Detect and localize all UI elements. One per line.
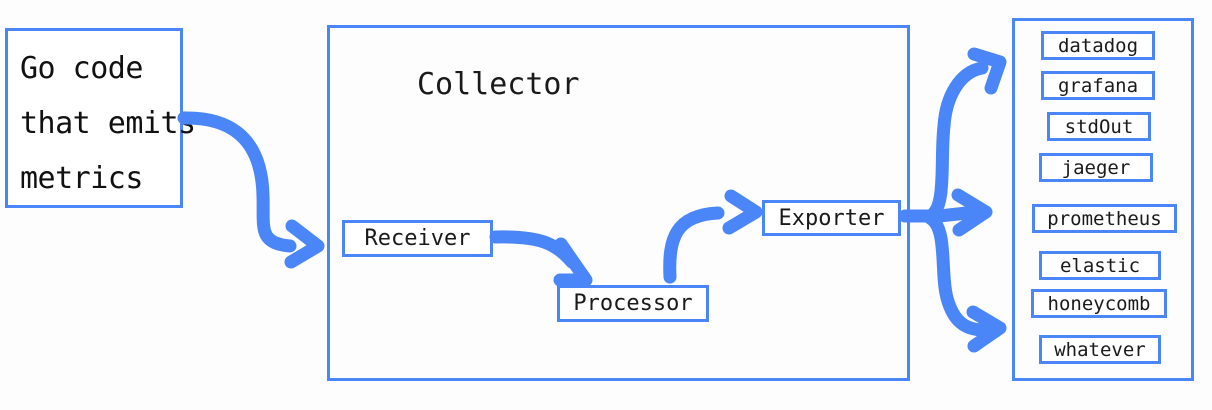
collector-container — [327, 25, 910, 381]
source-line-1: Go code — [20, 51, 143, 86]
backend-item-elastic: elastic — [1039, 251, 1161, 280]
source-line-2: that emits — [20, 106, 196, 141]
arrow-fanout-down — [923, 211, 991, 337]
arrow-fanout-up — [923, 61, 989, 223]
processor-box: Processor — [557, 285, 709, 322]
backend-item-grafana: grafana — [1041, 71, 1155, 100]
backend-item-prometheus: prometheus — [1032, 204, 1177, 233]
arrow-fanout-middle-head — [951, 188, 993, 237]
go-code-source-box: Go code that emits metrics — [5, 28, 196, 208]
backends-container — [1012, 18, 1194, 381]
collector-title: Collector — [417, 67, 580, 102]
arrow-fanout-up-head — [967, 47, 1007, 95]
receiver-box: Receiver — [342, 220, 493, 257]
backend-item-stdOut: stdOut — [1047, 112, 1151, 141]
backend-item-honeycomb: honeycomb — [1031, 289, 1167, 318]
exporter-box: Exporter — [762, 200, 901, 236]
arrow-source-to-receiver-head — [284, 219, 325, 269]
arrow-fanout-middle — [923, 205, 983, 224]
source-line-3: metrics — [20, 161, 143, 196]
arrow-source-to-receiver — [177, 111, 297, 253]
arrow-fanout-down-head — [966, 305, 1007, 353]
backend-item-whatever: whatever — [1039, 335, 1161, 364]
backend-item-jaeger: jaeger — [1039, 153, 1153, 182]
backend-item-datadog: datadog — [1041, 31, 1155, 60]
